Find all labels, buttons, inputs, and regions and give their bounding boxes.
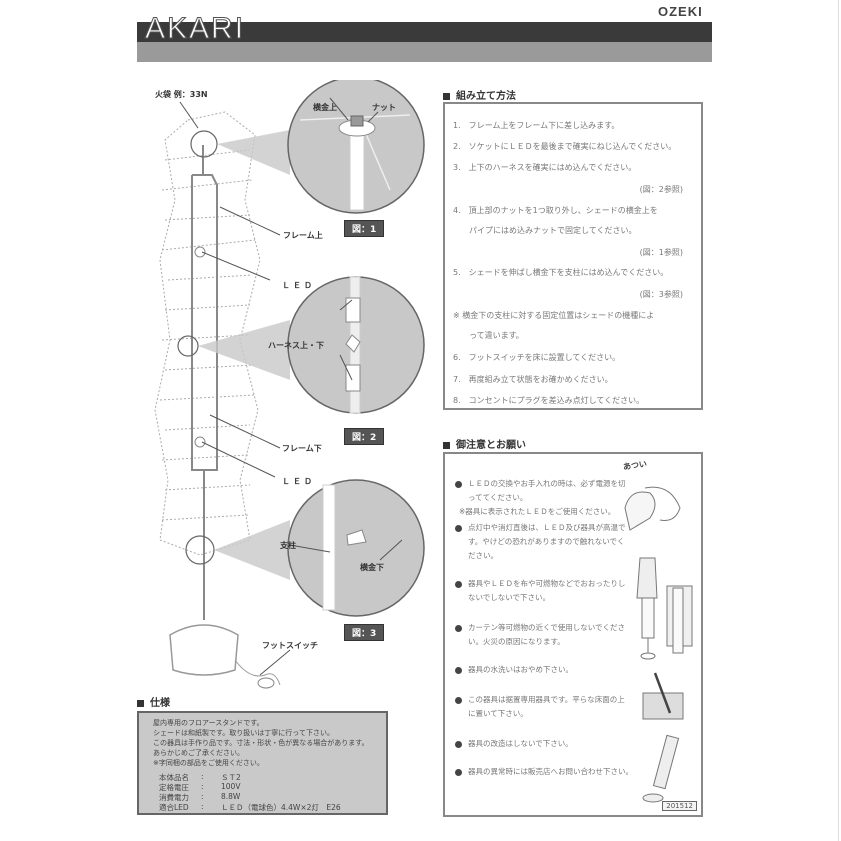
spec-value: ＬＥＤ（電球色）4.4W×2灯 E26 <box>221 803 341 812</box>
spec-box: 屋内専用のフロアースタンドです。 シェードは和紙製です。取り扱いは丁寧に行って下… <box>137 711 388 815</box>
header-bar-light <box>137 42 712 62</box>
square-bullet-icon <box>443 441 450 449</box>
label-foot-switch: フットスイッチ <box>262 641 318 650</box>
caution-text: 点灯中や消灯直後は、ＬＥＤ及び器具が高温で <box>468 523 626 532</box>
spec-note: ※字同梱の部品をご使用ください。 <box>153 759 264 767</box>
assembly-step: 1. フレーム上をフレーム下に差し込みます。 <box>453 121 620 130</box>
bullet-icon <box>455 768 462 776</box>
spec-key: 本体品名 <box>159 773 189 782</box>
spec-colon: : <box>201 792 204 801</box>
label-yokogane-shita: 横金下 <box>360 563 384 572</box>
assembly-step: 2. ソケットにＬＥＤを最後まで確実にねじ込んでください。 <box>453 142 677 151</box>
spec-colon: : <box>201 782 204 791</box>
spec-note: あらかじめご了承ください。 <box>153 749 244 757</box>
assembly-step: 4. 頂上部のナットを1つ取り外し、シェードの横金上を <box>453 206 658 215</box>
bullet-icon <box>455 624 462 632</box>
assembly-step: 3. 上下のハーネスを確実にはめ込んでください。 <box>453 163 637 172</box>
assembly-ref: (図：1参照) <box>639 248 683 257</box>
assembly-step: 7. 再度組み立て状態をお確かめください。 <box>453 375 613 384</box>
square-bullet-icon <box>443 92 450 100</box>
caution-text: 器具の水洗いはおやめ下さい。 <box>468 665 573 674</box>
caution-text-cont: ないでしないで下さい。 <box>468 593 551 602</box>
date-code: 201512 <box>662 801 697 811</box>
figure-tag-2: 図：2 <box>344 428 385 445</box>
caution-text: 器具の異常時には販売店へお問い合わせ下さい。 <box>468 767 633 776</box>
spec-key: 適合LED <box>159 803 189 812</box>
caution-text-cont: に置いて下さい。 <box>468 709 528 718</box>
caution-text: 器具の改造はしないで下さい。 <box>468 739 573 748</box>
caution-text-cont: っててください。 <box>468 493 528 502</box>
spec-colon: : <box>201 772 204 781</box>
caution-item: ＬＥＤの交換やお手入れの時は、必ず電源を切 <box>455 478 626 489</box>
spec-value: 100V <box>221 782 241 791</box>
spec-note: 屋内専用のフロアースタンドです。 <box>153 719 264 727</box>
bullet-icon <box>455 580 462 588</box>
cautions-heading-text: 御注意とお願い <box>456 440 526 451</box>
spec-value: 8.8W <box>221 792 241 801</box>
caution-text: 器具やＬＥＤを布や可燃物などでおおったりし <box>468 579 626 588</box>
label-frame-shita: フレーム下 <box>282 444 322 453</box>
caution-item: 点灯中や消灯直後は、ＬＥＤ及び器具が高温で <box>455 522 626 533</box>
assembly-note: ※ 横金下の支柱に対する固定位置はシェードの機種によ <box>453 311 655 320</box>
page-edge <box>838 0 839 841</box>
spec-value: ＳＴ2 <box>221 773 241 782</box>
caution-text-cont: す。やけどの恐れがありますので触れないでく <box>468 537 625 546</box>
caution-text: カーテン等可燃物の近くで使用しないでくださ <box>468 623 626 632</box>
bullet-icon <box>455 666 462 674</box>
spec-note: シェードは和紙製です。取り扱いは丁寧に行って下さい。 <box>153 729 334 737</box>
square-bullet-icon <box>137 699 144 707</box>
cautions-box: ＬＥＤの交換やお手入れの時は、必ず電源を切 っててください。 ※器具に表示された… <box>443 452 703 817</box>
spec-key: 消費電力 <box>159 793 189 802</box>
cautions-heading: 御注意とお願い <box>443 436 526 451</box>
assembly-heading: 組み立て方法 <box>443 87 516 102</box>
caution-item: 器具やＬＥＤを布や可燃物などでおおったりし <box>455 578 625 589</box>
label-nut: ナット <box>372 103 396 112</box>
spec-colon: : <box>201 802 204 811</box>
caution-item: カーテン等可燃物の近くで使用しないでくださ <box>455 622 625 633</box>
spec-note: この器具は手作り品です。寸法・形状・色が異なる場合があります。 <box>153 739 369 747</box>
bullet-icon <box>455 740 462 748</box>
label-frame-ue: フレーム上 <box>283 231 323 240</box>
bullet-icon <box>455 480 462 488</box>
bullet-icon <box>455 696 462 704</box>
assembly-ref: (図：3参照) <box>639 290 683 299</box>
caution-text-cont: い。火災の原因になります。 <box>468 637 565 646</box>
brand-title: AKARI <box>144 12 246 45</box>
lamp-diagram <box>154 80 425 689</box>
header-bar-dark <box>137 22 712 42</box>
assembly-ref: (図：2参照) <box>639 185 683 194</box>
figure-tag-1: 図：1 <box>344 220 385 237</box>
spec-heading-text: 仕様 <box>150 698 170 709</box>
caution-text-cont: ださい。 <box>468 551 498 560</box>
assembly-box: 1. フレーム上をフレーム下に差し込みます。 2. ソケットにＬＥＤを最後まで確… <box>443 102 703 410</box>
label-shichu: 支柱 <box>280 541 296 550</box>
assembly-step: パイプにはめ込みナットで固定してください。 <box>453 226 637 235</box>
label-led-2: ＬＥＤ <box>282 477 315 486</box>
caution-item: 器具の異常時には販売店へお問い合わせ下さい。 <box>455 766 633 777</box>
assembly-step: 8. コンセントにプラグを差込み点灯してください。 <box>453 396 645 405</box>
assembly-note: って違います。 <box>453 331 524 340</box>
assembly-step: 6. フットスイッチを床に設置してください。 <box>453 353 621 362</box>
label-harness: ハーネス上・下 <box>268 341 324 350</box>
caution-item: 器具の水洗いはおやめ下さい。 <box>455 664 573 675</box>
caution-text: ＬＥＤの交換やお手入れの時は、必ず電源を切 <box>468 479 626 488</box>
assembly-step: 5. シェードを伸ばし横金下を支柱にはめ込んでください。 <box>453 268 669 277</box>
figure-tag-3: 図：3 <box>344 624 385 641</box>
spec-heading: 仕様 <box>137 694 170 709</box>
caution-illustrations <box>624 486 693 803</box>
label-led-1: ＬＥＤ <box>282 281 315 290</box>
caution-note: ※器具に表示されたＬＥＤをご使用ください。 <box>459 507 616 516</box>
caution-item: この器具は据置専用器具です。平らな床面の上 <box>455 694 625 705</box>
maker-name: OZEKI <box>658 4 703 19</box>
caution-text: この器具は据置専用器具です。平らな床面の上 <box>468 695 625 704</box>
assembly-heading-text: 組み立て方法 <box>456 91 516 102</box>
spec-key: 定格電圧 <box>159 783 189 792</box>
caution-item: 器具の改造はしないで下さい。 <box>455 738 573 749</box>
label-yokogane-ue: 横金上 <box>313 103 337 112</box>
label-hibukuro: 火袋 例：33N <box>155 90 208 99</box>
bullet-icon <box>455 524 462 532</box>
